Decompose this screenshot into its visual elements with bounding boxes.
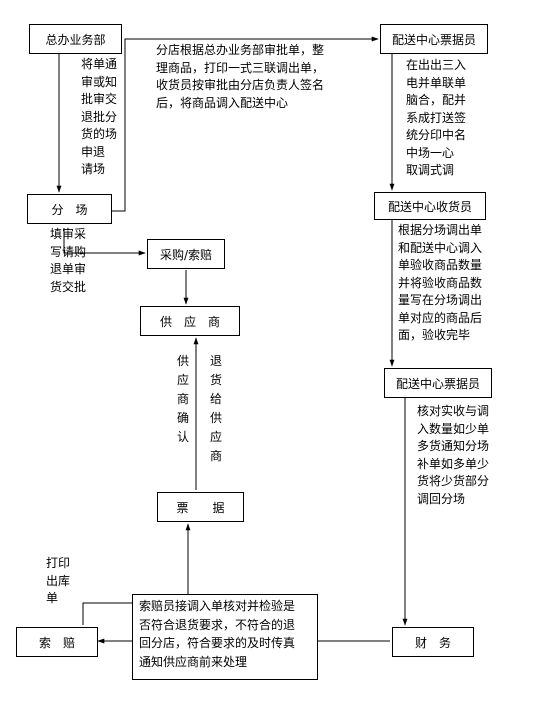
note-hq-to-branch: 将单通 审或知 批审交 退批分 货的场 申退 请场	[81, 57, 118, 176]
note-return-goods: 退货给供应商	[210, 354, 223, 463]
note-ps2-to-finance: 核对实收与调 入数量如少单 多货通知分场 补单如多单少 货将少货部分 调回分场	[417, 404, 490, 506]
note-receiver-to-ps2: 根据分场调出单 和配送中心调入 单验收商品数量 并将验收商品数 量写在分场调出 …	[398, 223, 483, 342]
node-ticket[interactable]: 票 据	[157, 492, 244, 522]
node-branch[interactable]: 分 场	[27, 194, 112, 224]
node-receiver[interactable]: 配送中心收货员	[374, 192, 486, 220]
note-claim-clerk: 索赔员接调入单核对并检验是 否符合退货要求，不符合的退 回分店，符合要求的及时传…	[132, 594, 318, 680]
note-top-flow: 分店根据总办业务部审批单，整 理商品，打印一式三联调出单， 收货员按审批由分店负…	[156, 43, 325, 110]
node-ps1[interactable]: 配送中心票据员	[380, 24, 488, 54]
node-purchase[interactable]: 采购/索赔	[147, 239, 225, 269]
note-print-out: 打印 出库 单	[46, 556, 71, 605]
arrow-branch-to-purchase	[63, 228, 146, 256]
note-supplier-confirm: 供应商确认	[177, 354, 190, 444]
note-branch-to-purchase: 填审采 写请购 退单审 货交批	[50, 227, 87, 294]
node-supplier[interactable]: 供 应 商	[140, 306, 240, 336]
note-ps1-to-receiver: 在出出三入 电并单联单 脑合，配并 系成打送签 统分印中名 中场一心 取调式调	[406, 58, 467, 177]
node-hq[interactable]: 总办业务部	[29, 24, 122, 54]
arrow-branch-to-ps1	[112, 36, 379, 212]
node-finance[interactable]: 财 务	[392, 627, 474, 657]
node-claim[interactable]: 索 赔	[16, 627, 98, 657]
node-ps2[interactable]: 配送中心票据员	[384, 368, 492, 398]
